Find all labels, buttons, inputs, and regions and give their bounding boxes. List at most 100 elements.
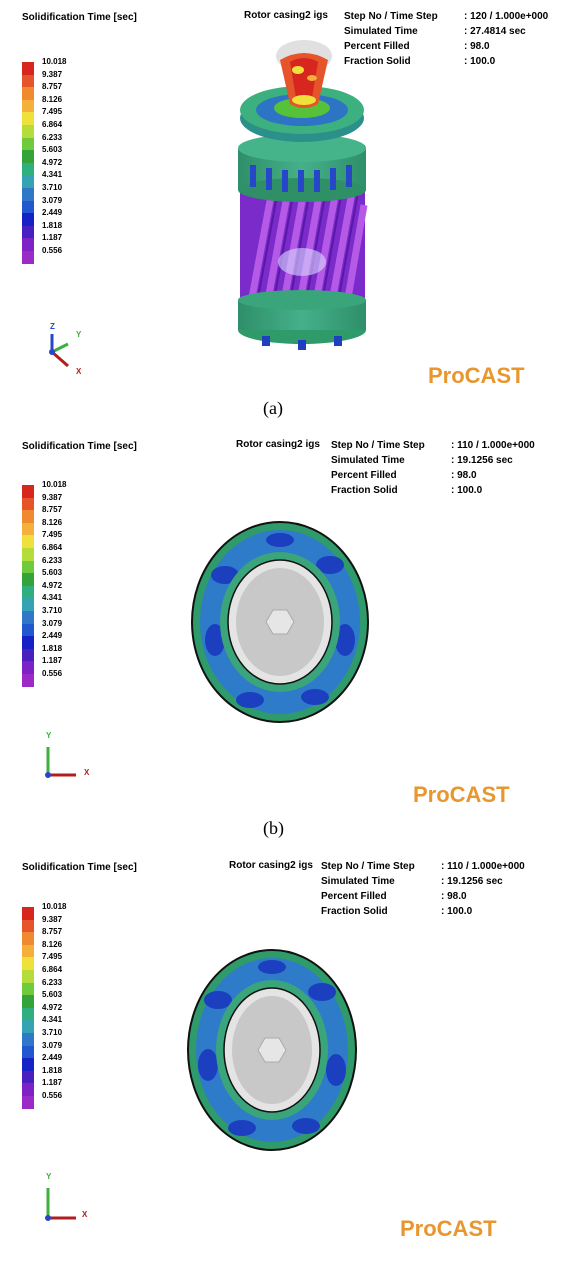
scale-swatch	[22, 125, 34, 138]
scale-swatch	[22, 611, 34, 624]
scale-label: 3.079	[42, 618, 63, 628]
scale-label: 3.710	[42, 1028, 63, 1037]
scale-swatch	[22, 661, 34, 675]
axis-label-x: X	[82, 1210, 88, 1219]
scale-swatch	[22, 200, 34, 214]
scale-swatch	[22, 485, 34, 498]
info-row: Step No / Time Step: 110 / 1.000e+000	[321, 861, 525, 872]
scale-swatch	[22, 982, 34, 996]
scale-label: 2.449	[42, 631, 63, 641]
scale-swatch	[22, 995, 34, 1009]
info-row: Step No / Time Step: 110 / 1.000e+000	[331, 440, 535, 451]
scale-swatch	[22, 497, 34, 511]
scale-label: 3.079	[42, 1040, 63, 1050]
scale-swatch	[22, 251, 34, 264]
scale-label: 7.495	[42, 530, 63, 540]
scale-swatch	[22, 598, 34, 612]
scale-swatch	[22, 573, 34, 587]
scale-swatch	[22, 548, 34, 561]
axis-label-y: Y	[46, 731, 52, 740]
scale-label: 7.495	[42, 952, 63, 962]
scale-swatch	[22, 585, 34, 599]
file-name: Rotor casing2 igs	[229, 860, 313, 871]
scale-swatch	[22, 535, 34, 549]
scale-label: 4.972	[42, 157, 63, 167]
procast-logo: ProCAST	[413, 782, 510, 807]
scale-label: 8.126	[42, 94, 63, 104]
scale-swatch	[22, 213, 34, 227]
axis-triad	[49, 334, 69, 368]
scale-swatch	[22, 970, 34, 983]
panel-b: Solidification Time [sec] Rotor casing2 …	[0, 425, 562, 845]
scale-label: 6.864	[42, 543, 63, 552]
scale-label: 1.818	[42, 1065, 63, 1075]
rotor-casing-top-view	[45, 949, 357, 1221]
simulation-info: Step No / Time Step: 110 / 1.000e+000 Si…	[331, 438, 535, 498]
scale-swatch	[22, 1020, 34, 1034]
info-row: Simulated Time: 27.4814 sec	[344, 26, 526, 37]
scale-label: 8.757	[42, 82, 63, 92]
scale-swatch	[22, 648, 34, 662]
scale-swatch	[22, 1058, 34, 1072]
scale-label: 9.387	[42, 69, 63, 79]
axis-label-x: X	[84, 768, 90, 777]
scale-label: 8.126	[42, 517, 63, 527]
scale-label: 10.018	[42, 902, 67, 911]
scale-swatch	[22, 560, 34, 574]
scale-swatch	[22, 225, 34, 239]
file-name: Rotor casing2 igs	[236, 439, 320, 450]
axis-label-z: Z	[50, 322, 55, 331]
scale-label: 5.603	[42, 990, 63, 1000]
axis-label-x: X	[76, 367, 82, 376]
procast-logo: ProCAST	[428, 363, 525, 388]
scale-label: 9.387	[42, 492, 63, 502]
info-row: Percent Filled: 98.0	[344, 41, 490, 52]
scale-swatch	[22, 137, 34, 151]
scale-label: 6.233	[42, 132, 63, 142]
scale-label: 6.864	[42, 120, 63, 129]
scale-label: 6.864	[42, 965, 63, 974]
caption-b: (b)	[263, 818, 284, 838]
rotor-casing-top-view	[45, 521, 369, 778]
scale-label: 3.710	[42, 606, 63, 615]
scale-swatch	[22, 87, 34, 101]
info-row: Simulated Time: 19.1256 sec	[331, 455, 513, 466]
info-row: Fraction Solid: 100.0	[331, 485, 483, 496]
scale-label: 8.126	[42, 939, 63, 949]
axis-triad	[45, 1188, 76, 1221]
scale-label: 0.556	[42, 1091, 63, 1100]
scale-swatch	[22, 1033, 34, 1046]
panel-c: Solidification Time [sec] Rotor casing2 …	[0, 850, 562, 1262]
scale-swatch	[22, 1007, 34, 1021]
caption-a: (a)	[263, 398, 283, 418]
info-row: Step No / Time Step: 120 / 1.000e+000	[344, 11, 549, 22]
info-row: Fraction Solid: 100.0	[321, 906, 473, 917]
rotor-casing-3d-view	[49, 40, 368, 368]
scale-label: 5.603	[42, 568, 63, 578]
scale-label: 1.187	[42, 1078, 63, 1088]
scale-swatch	[22, 1045, 34, 1059]
scale-swatch	[22, 1070, 34, 1084]
scale-swatch	[22, 636, 34, 650]
scale-swatch	[22, 623, 34, 637]
procast-logo: ProCAST	[400, 1216, 497, 1241]
file-name: Rotor casing2 igs	[244, 10, 328, 21]
scale-label: 7.495	[42, 107, 63, 117]
scale-label: 4.972	[42, 580, 63, 590]
scale-label: 6.233	[42, 977, 63, 987]
info-row: Percent Filled: 98.0	[321, 891, 467, 902]
scale-label: 2.449	[42, 1053, 63, 1063]
scale-label: 1.818	[42, 643, 63, 653]
scale-label: 10.018	[42, 57, 67, 66]
scale-swatch	[22, 907, 34, 920]
scale-swatch	[22, 674, 34, 687]
axis-label-y: Y	[76, 330, 82, 339]
scale-swatch	[22, 188, 34, 201]
legend-title: Solidification Time [sec]	[22, 12, 137, 23]
scale-swatch	[22, 74, 34, 88]
scale-swatch	[22, 238, 34, 252]
scale-label: 8.757	[42, 505, 63, 515]
scale-label: 1.187	[42, 656, 63, 666]
scale-swatch	[22, 175, 34, 189]
scale-label: 4.341	[42, 170, 63, 180]
